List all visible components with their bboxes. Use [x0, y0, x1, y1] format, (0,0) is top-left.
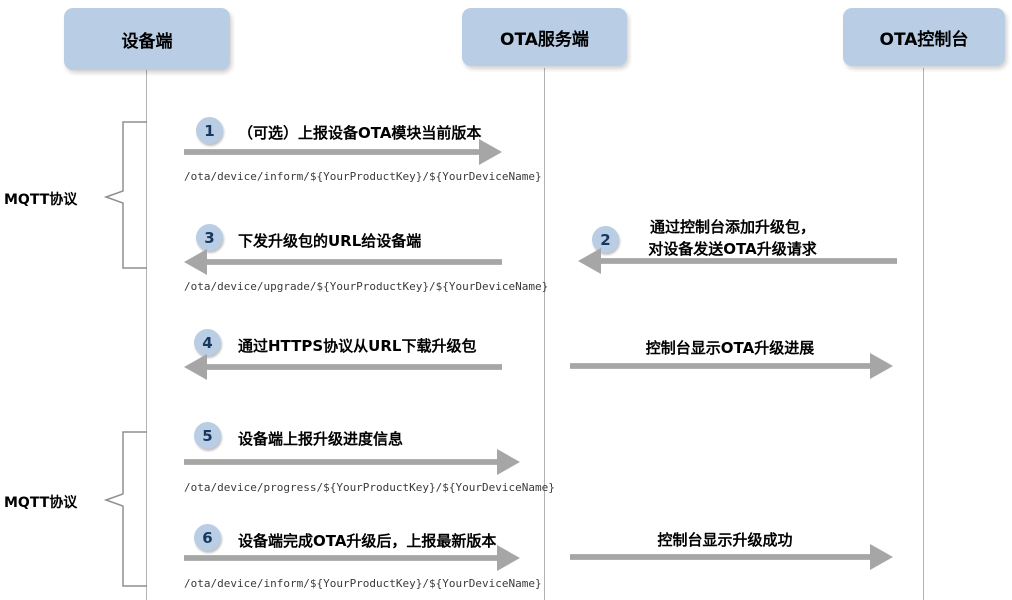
- step-4-number-text: 4: [202, 333, 213, 352]
- step-6-number: 6: [194, 524, 221, 551]
- step-3-arrow: [184, 249, 502, 275]
- lifeline-device: [146, 68, 147, 600]
- step-5-arrow: [184, 449, 520, 475]
- lifeline-ota-server: [544, 68, 545, 600]
- step-3-number: 3: [196, 224, 223, 251]
- mqtt-protocol-label-top: MQTT协议: [4, 192, 78, 208]
- mqtt-brace-top: [103, 121, 147, 269]
- step-5-number-text: 5: [202, 426, 213, 445]
- actor-ota-server: OTA服务端: [462, 8, 627, 66]
- step-3-number-text: 3: [204, 228, 215, 247]
- mqtt-brace-bottom: [103, 431, 147, 587]
- console-success-label: 控制台显示升级成功: [657, 531, 793, 549]
- step-4-arrow: [184, 354, 502, 380]
- mqtt-protocol-label-bottom: MQTT协议: [4, 495, 78, 511]
- step-2-title-line1: 通过控制台添加升级包，: [649, 218, 815, 236]
- step-2-number-text: 2: [600, 230, 611, 249]
- step-5-title: 设备端上报升级进度信息: [238, 430, 404, 448]
- step-4-number: 4: [194, 329, 221, 356]
- actor-device: 设备端: [64, 8, 230, 70]
- step-2-title: 通过控制台添加升级包， 对设备发送OTA升级请求: [620, 216, 845, 260]
- lifeline-ota-console: [923, 68, 924, 600]
- step-4-title: 通过HTTPS协议从URL下载升级包: [238, 337, 477, 355]
- step-5-topic: /ota/device/progress/${YourProductKey}/$…: [184, 481, 555, 494]
- step-5-number: 5: [194, 422, 221, 449]
- step-6-topic: /ota/device/inform/${YourProductKey}/${Y…: [184, 577, 542, 590]
- step-1-title: （可选）上报设备OTA模块当前版本: [238, 124, 482, 142]
- step-3-topic: /ota/device/upgrade/${YourProductKey}/${…: [184, 280, 549, 293]
- actor-device-label: 设备端: [121, 31, 173, 52]
- step-3-title: 下发升级包的URL给设备端: [238, 232, 422, 250]
- step-2-title-line2: 对设备发送OTA升级请求: [648, 240, 817, 258]
- step-1-topic: /ota/device/inform/${YourProductKey}/${Y…: [184, 170, 542, 183]
- actor-ota-console-label: OTA控制台: [879, 29, 969, 50]
- console-progress-label: 控制台显示OTA升级进展: [645, 339, 815, 357]
- step-1-number: 1: [196, 117, 223, 144]
- step-6-title: 设备端完成OTA升级后，上报最新版本: [238, 532, 497, 550]
- actor-ota-console: OTA控制台: [843, 8, 1005, 66]
- actor-ota-server-label: OTA服务端: [500, 29, 589, 50]
- step-1-number-text: 1: [204, 121, 215, 140]
- step-2-number: 2: [592, 226, 619, 253]
- step-6-number-text: 6: [202, 528, 213, 547]
